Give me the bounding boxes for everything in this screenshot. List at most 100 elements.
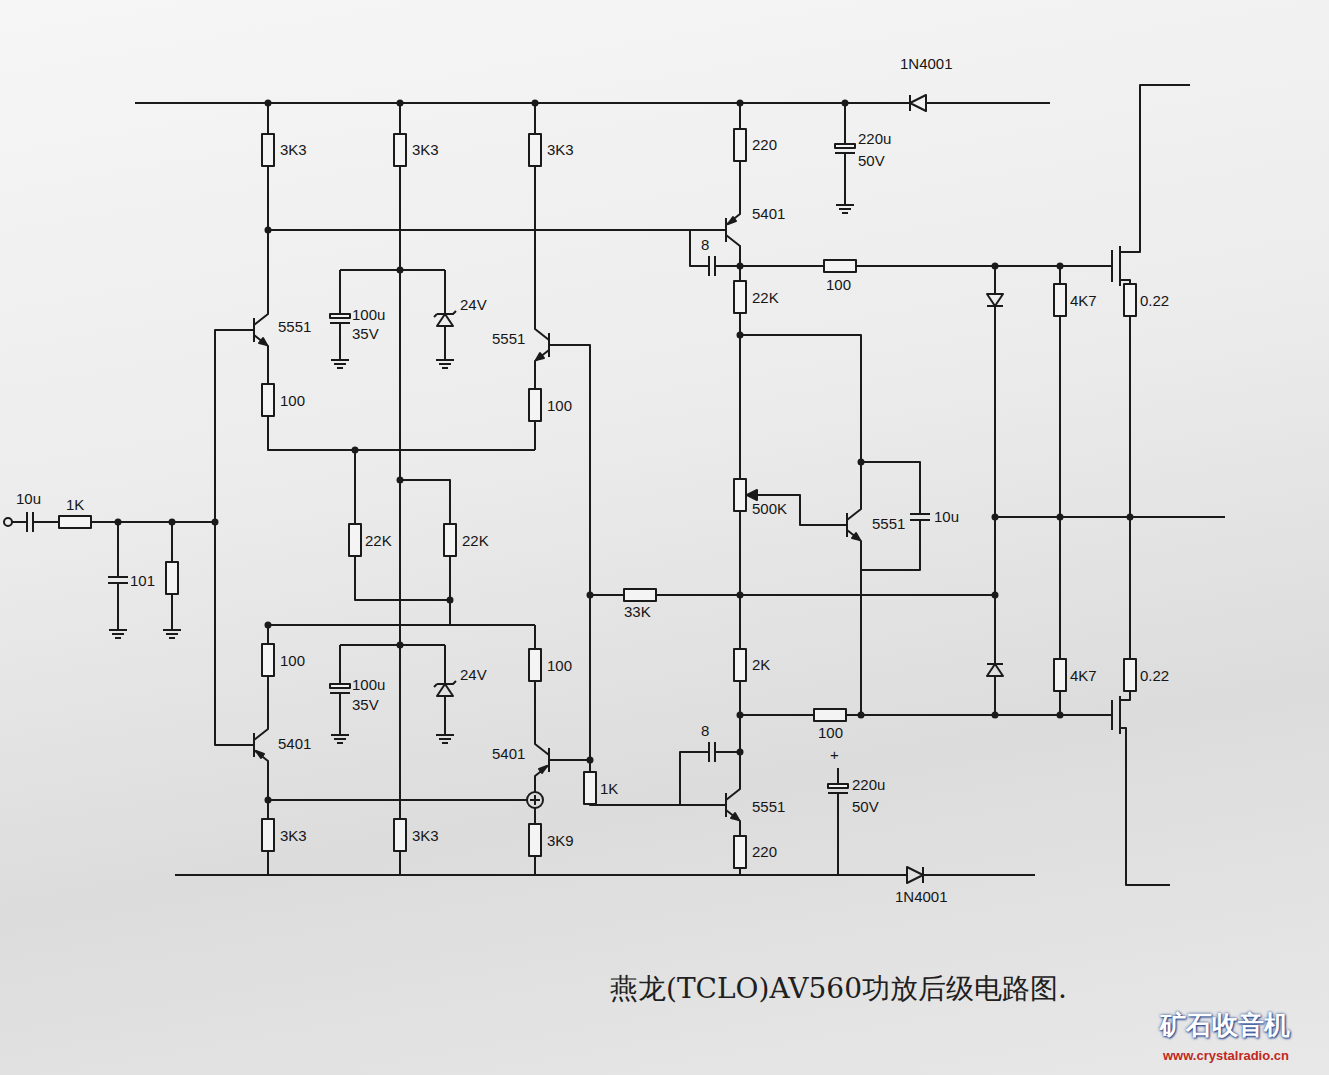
junction-dot <box>737 332 744 339</box>
component-value: 50V <box>858 152 885 170</box>
junction-dot <box>842 100 849 107</box>
wire <box>268 625 527 875</box>
junction-dot <box>992 712 999 719</box>
wire <box>844 103 846 197</box>
component-symbol <box>331 727 349 743</box>
component-symbol <box>1124 659 1136 691</box>
component-value: 5401 <box>492 745 525 763</box>
component-symbol <box>434 676 456 704</box>
junction-dot <box>447 597 454 604</box>
component-symbol <box>163 622 181 638</box>
component-value: + <box>830 746 839 764</box>
component-value: 220u <box>858 130 891 148</box>
component-symbol <box>529 824 541 856</box>
wire <box>399 480 401 875</box>
component-symbol <box>108 577 128 583</box>
component-value: 3K3 <box>547 141 574 159</box>
junction-dot <box>397 642 404 649</box>
wire <box>268 103 714 300</box>
component-symbol <box>910 514 930 520</box>
component-value: 100u <box>352 306 385 324</box>
wire <box>340 645 445 727</box>
component-symbol <box>434 306 456 334</box>
component-symbol <box>824 260 856 272</box>
component-symbol <box>828 780 848 800</box>
component-symbol <box>436 352 454 368</box>
component-value: 0.22 <box>1140 667 1169 685</box>
component-value: 10u <box>934 508 959 526</box>
component-value: 5401 <box>278 735 311 753</box>
component-symbol <box>242 300 268 360</box>
component-value: 100 <box>280 652 305 670</box>
component-symbol <box>734 129 746 161</box>
component-value: 3K9 <box>547 832 574 850</box>
component-symbol <box>349 524 361 556</box>
component-symbol <box>529 649 541 681</box>
component-symbol <box>734 479 746 511</box>
component-symbol <box>734 281 746 313</box>
component-symbol <box>109 622 127 638</box>
component-symbol <box>242 715 268 775</box>
wire <box>994 266 996 715</box>
junction-dot <box>397 267 404 274</box>
junction-dot <box>587 592 594 599</box>
junction-dot <box>737 100 744 107</box>
component-value: 8 <box>701 722 709 740</box>
junction-dots <box>115 100 1134 804</box>
component-value: 3K3 <box>412 141 439 159</box>
wire <box>1112 696 1170 885</box>
junction-dot <box>115 519 122 526</box>
wire <box>740 335 861 495</box>
component-value: 8 <box>701 236 709 254</box>
wire <box>910 95 926 111</box>
component-symbol <box>1054 659 1066 691</box>
wire <box>740 714 1112 716</box>
component-symbol <box>1124 284 1136 316</box>
component-value: 22K <box>365 532 392 550</box>
junction-dot <box>1057 712 1064 719</box>
wire <box>747 490 757 500</box>
component-symbol <box>835 140 855 160</box>
component-symbol <box>262 134 274 166</box>
component-symbol <box>714 775 740 835</box>
junction-dot <box>527 792 543 808</box>
junction-dot <box>212 519 219 526</box>
wire <box>268 624 535 626</box>
component-symbol <box>535 315 561 375</box>
component-symbol <box>262 819 274 851</box>
junction-dot <box>992 263 999 270</box>
wire <box>340 270 445 352</box>
component-value: 4K7 <box>1070 292 1097 310</box>
wire <box>12 521 215 523</box>
component-symbol <box>529 389 541 421</box>
component-symbol <box>836 197 854 213</box>
component-symbol <box>331 352 349 368</box>
component-symbol <box>987 664 1003 676</box>
component-symbol <box>59 516 91 528</box>
component-symbol <box>734 649 746 681</box>
component-value: 5551 <box>492 330 525 348</box>
component-symbol <box>529 134 541 166</box>
component-value: 220 <box>752 136 777 154</box>
component-value: 1N4001 <box>900 55 953 73</box>
component-value: 35V <box>352 696 379 714</box>
component-value: 4K7 <box>1070 667 1097 685</box>
component-symbol <box>624 589 656 601</box>
component-value: 33K <box>624 603 651 621</box>
component-symbol <box>262 384 274 416</box>
component-symbol <box>166 562 178 594</box>
junction-dot <box>1127 514 1134 521</box>
component-value: 101 <box>130 572 155 590</box>
component-symbol <box>535 730 561 790</box>
junction-dot <box>992 592 999 599</box>
wires <box>4 85 1225 885</box>
component-value: 100 <box>280 392 305 410</box>
component-value: 100 <box>547 397 572 415</box>
component-value: 3K3 <box>280 827 307 845</box>
component-symbol <box>436 727 454 743</box>
component-value: 2K <box>752 656 770 674</box>
junction-dot <box>265 227 272 234</box>
junction-dot <box>265 797 272 804</box>
junction-dot <box>397 477 404 484</box>
